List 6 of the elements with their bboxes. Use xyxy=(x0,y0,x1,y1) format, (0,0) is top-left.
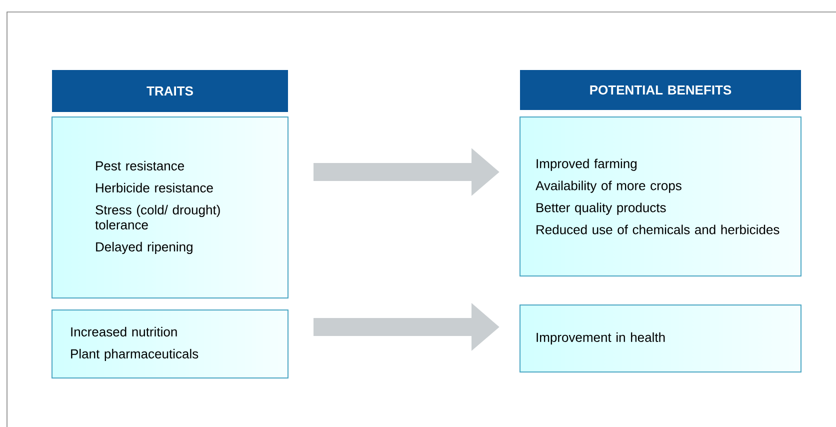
list-box: Improved farming Availability of more crops Better quality products Reduced use of chemicals and herbicides xyxy=(520,116,802,276)
list-box: Increased nutrition Plant pharmaceuticals xyxy=(52,309,288,378)
header-bar: POTENTIAL BENEFITS xyxy=(520,70,801,110)
header-bar: TRAITS xyxy=(52,70,288,112)
list-box: Improvement in health xyxy=(520,304,802,372)
list-box: Pest resistance Herbicide resistance Stress (cold/ drought) tolerance Delayed ripening xyxy=(52,116,288,298)
